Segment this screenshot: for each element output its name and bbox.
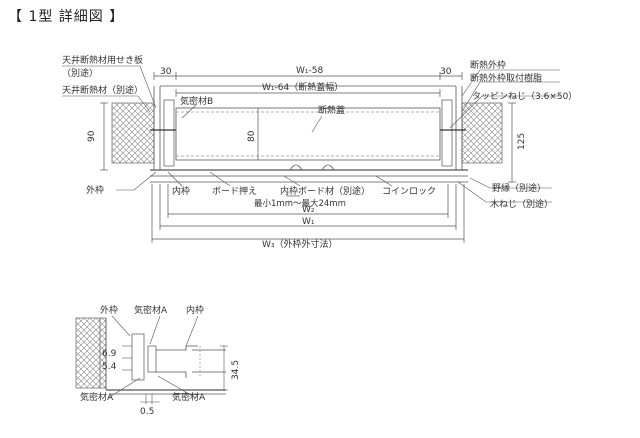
main-leaders	[62, 65, 560, 203]
label-insulation-lid: 断熱蓋	[318, 104, 345, 116]
dim-w3: W₃（外枠外寸法）	[262, 238, 338, 250]
dim-125: 125	[517, 133, 527, 150]
label-inner-frame: 内枠	[172, 185, 190, 197]
dim-90: 90	[87, 130, 97, 142]
label-ceiling-insulation-board-note: （別途）	[62, 67, 98, 79]
label-ceiling-insulation-board: 天井断熱材用せき板	[62, 54, 143, 66]
label-airtight-b: 気密材B	[180, 95, 213, 107]
detail-insulation-block	[75, 317, 101, 389]
detail-section	[75, 317, 226, 395]
label-outer-frame: 外枠	[86, 184, 104, 196]
label-wood-screw: 木ねじ（別途）	[490, 198, 553, 210]
detail-dim-0.5: 0.5	[140, 407, 154, 417]
detail-label-airtight-a-top: 気密材A	[134, 304, 168, 316]
detail-label-airtight-a-br: 気密材A	[172, 391, 206, 403]
detail-dim-34.5: 34.5	[231, 360, 241, 380]
detail-label-inner-frame: 内枠	[186, 304, 204, 316]
page-title: 【 1型 詳細図 】	[8, 9, 125, 25]
label-thickness-range: 最小1mm～最大24mm	[254, 198, 346, 209]
detail-label-airtight-a-bl: 気密材A	[80, 391, 114, 403]
label-tapping-screw: タッピンねじ（3.6×50）	[472, 91, 577, 102]
detail-dim-6.9: 6.9	[102, 349, 117, 359]
dim-left-30: 30	[160, 67, 172, 77]
dim-80: 80	[247, 130, 257, 142]
label-insulation-outer-frame: 断熱外枠	[470, 59, 506, 71]
label-inner-frame-board: 内枠ボード材（別途）	[280, 185, 370, 197]
main-dimensions	[100, 72, 516, 243]
label-coin-lock: コインロック	[382, 186, 436, 197]
label-outer-frame-resin: 断熱外枠取付樹脂	[470, 72, 542, 84]
detail-label-outer-frame: 外枠	[100, 304, 118, 316]
detail-dim-5.4: 5.4	[102, 362, 117, 372]
dim-w1: W₁	[302, 217, 315, 227]
dim-w2: W₂	[302, 205, 315, 215]
label-ceiling-insulation: 天井断熱材（別途）	[62, 84, 143, 96]
dim-right-30: 30	[440, 67, 452, 77]
ceiling-insulation-right	[461, 102, 503, 164]
ceiling-insulation-left	[111, 102, 155, 164]
label-edge-trim: 野縁（別途）	[492, 182, 546, 194]
detail-leaders	[107, 315, 228, 404]
label-board-holder: ボード押え	[212, 185, 257, 197]
main-section	[111, 85, 503, 183]
dim-w1-58: W₁-58	[296, 66, 323, 76]
dim-w1-64: W₁-64（断熱蓋幅）	[262, 81, 343, 93]
insulation-lid	[175, 107, 441, 161]
